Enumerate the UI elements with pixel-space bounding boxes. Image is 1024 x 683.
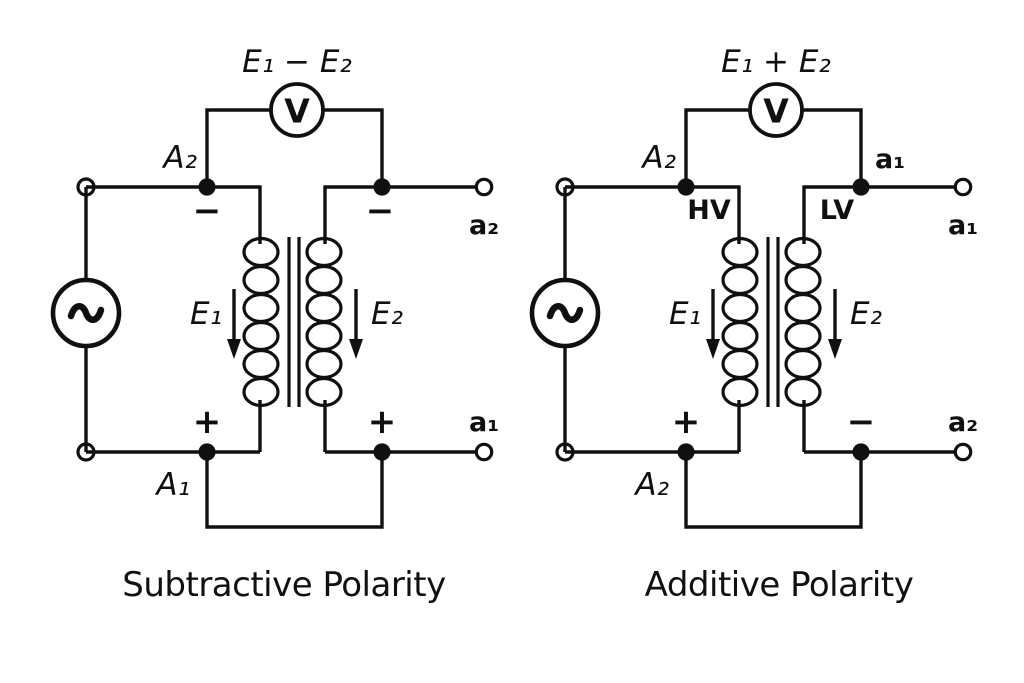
- additive-polarity-circuit: V E₁ + E₂ A₂ HV LV a₁ a₁ E₁: [529, 44, 978, 605]
- terminal-label-top-right: a₁: [948, 210, 978, 241]
- emf-arrow-primary: [227, 289, 241, 359]
- coil-turn: [242, 264, 280, 296]
- polarity-sign-bottom-left: +: [193, 402, 222, 442]
- coil-turn: [784, 320, 822, 352]
- transformer-core: [766, 237, 780, 407]
- arrow-down-icon: [227, 339, 241, 359]
- voltmeter: [748, 82, 804, 138]
- arrow-down-icon: [828, 339, 842, 359]
- subtractive-polarity-circuit: V E₁ − E₂ A₂ − − a₂ E₁ E₂ +: [50, 44, 499, 605]
- junction-dot: [677, 178, 695, 196]
- secondary-emf-label: E₂: [850, 296, 882, 332]
- coil-turn: [242, 376, 280, 408]
- emf-arrow-secondary: [349, 289, 363, 359]
- transformer-core: [287, 237, 301, 407]
- coil-turn: [305, 320, 343, 352]
- lv-winding-label: LV: [820, 195, 854, 226]
- secondary-emf-label: E₂: [371, 296, 403, 332]
- terminal-label-bottom-right: a₂: [948, 407, 978, 438]
- junction-dot: [373, 178, 391, 196]
- coil-turn: [784, 264, 822, 296]
- coil-turn: [242, 348, 280, 380]
- sine-wave-icon: [67, 303, 105, 323]
- polarity-sign-bottom-right: +: [368, 402, 397, 442]
- primary-emf-label: E₁: [190, 296, 222, 332]
- circuit-wires: [84, 108, 476, 529]
- node-label-top-left: A₂: [640, 140, 676, 176]
- polarity-sign-top-right: −: [366, 191, 395, 231]
- coil-turn: [784, 376, 822, 408]
- open-terminal: [474, 177, 494, 197]
- polarity-sign-bottom-right: −: [847, 402, 876, 442]
- primary-emf-label: E₁: [669, 296, 701, 332]
- open-terminal: [76, 177, 96, 197]
- junction-dot: [852, 178, 870, 196]
- arrow-down-icon: [349, 339, 363, 359]
- coil-turn: [721, 320, 759, 352]
- voltmeter-reading-label: E₁ − E₂: [242, 44, 352, 80]
- secondary-winding: [784, 236, 822, 408]
- coil-turn: [305, 292, 343, 324]
- open-terminal: [474, 442, 494, 462]
- emf-arrow-secondary: [828, 289, 842, 359]
- circuit-caption: Subtractive Polarity: [122, 565, 446, 605]
- coil-turn: [242, 320, 280, 352]
- coil-turn: [305, 376, 343, 408]
- open-terminal: [555, 177, 575, 197]
- circuit-wires: [563, 108, 955, 529]
- primary-winding: [242, 236, 280, 408]
- node-label-top-left: A₂: [161, 140, 197, 176]
- coil-turn: [721, 348, 759, 380]
- node-label-bottom-left: A₂: [633, 467, 669, 503]
- terminal-label-top-right: a₂: [469, 210, 499, 241]
- terminal-label-bottom-right: a₁: [469, 407, 499, 438]
- node-label-bottom-left: A₁: [154, 467, 190, 503]
- voltmeter-reading-label: E₁ + E₂: [721, 44, 831, 80]
- coil-turn: [721, 376, 759, 408]
- voltmeter-symbol: V: [284, 92, 310, 131]
- junction-dot: [677, 443, 695, 461]
- coil-turn: [721, 264, 759, 296]
- junction-dot: [198, 443, 216, 461]
- junction-dot: [373, 443, 391, 461]
- polarity-sign-top-left: −: [193, 191, 222, 231]
- secondary-winding: [305, 236, 343, 408]
- voltmeter-symbol: V: [763, 92, 789, 131]
- voltmeter: [269, 82, 325, 138]
- arrow-down-icon: [706, 339, 720, 359]
- node-label-top-right: a₁: [875, 144, 905, 175]
- open-terminal: [76, 442, 96, 462]
- polarity-sign-bottom-left: +: [672, 402, 701, 442]
- junction-dot: [198, 178, 216, 196]
- coil-turn: [305, 348, 343, 380]
- coil-turn: [305, 264, 343, 296]
- coil-turn: [721, 292, 759, 324]
- emf-arrow-primary: [706, 289, 720, 359]
- coil-turn: [242, 292, 280, 324]
- open-terminal: [555, 442, 575, 462]
- circuit-caption: Additive Polarity: [645, 565, 914, 605]
- hv-winding-label: HV: [687, 195, 731, 226]
- primary-winding: [721, 236, 759, 408]
- open-terminal: [953, 177, 973, 197]
- junction-dot: [852, 443, 870, 461]
- coil-turn: [784, 292, 822, 324]
- open-terminal: [953, 442, 973, 462]
- coil-turn: [784, 348, 822, 380]
- sine-wave-icon: [546, 303, 584, 323]
